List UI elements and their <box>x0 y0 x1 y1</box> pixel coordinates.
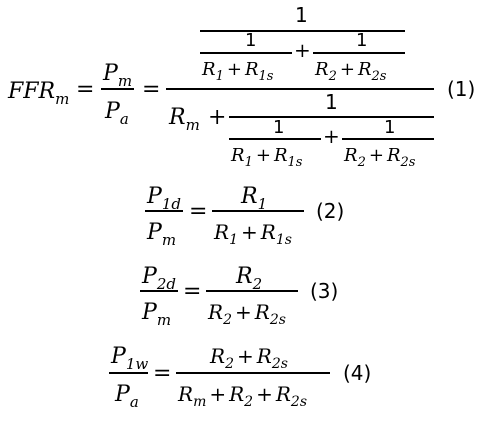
r2-plus-r2s: R2+R2s <box>314 59 387 84</box>
equation-1: FFRm = Pm Pa = 1 1 R1+R1s + 1 R2+R2s Rm … <box>7 3 475 170</box>
numeral-one: 1 <box>325 90 338 114</box>
numeral-one: 1 <box>384 117 395 138</box>
p1d-numerator: P1d <box>146 184 181 213</box>
equals-sign: = <box>153 361 171 386</box>
equation-number: (2) <box>316 199 344 223</box>
rm-term: Rm <box>168 105 200 134</box>
pa-denominator: Pa <box>104 99 129 128</box>
numeral-one: 1 <box>295 3 308 27</box>
equation-2: P1d Pm = R1 R1+R1s (2) <box>145 184 344 249</box>
numeral-one: 1 <box>273 117 284 138</box>
numeral-one: 1 <box>356 30 367 51</box>
equals-sign: = <box>76 77 94 102</box>
numeral-one: 1 <box>245 30 256 51</box>
equation-number: (1) <box>447 77 475 101</box>
equation-number: (4) <box>343 361 371 385</box>
pm-denominator: Pm <box>146 220 176 249</box>
equals-sign: = <box>183 279 201 304</box>
pm-denominator: Pm <box>141 300 171 329</box>
rm-plus-r2-plus-r2s: Rm+R2+R2s <box>177 382 307 410</box>
r1-plus-r1s: R1+R1s <box>230 145 303 170</box>
plus-sign: + <box>294 38 311 62</box>
pm-numerator: Pm <box>102 61 132 90</box>
p1w-numerator: P1w <box>110 344 148 373</box>
p2d-numerator: P2d <box>141 264 176 293</box>
r1-plus-r1s: R1+R1s <box>201 59 274 84</box>
r2-plus-r2s-numerator: R2+R2s <box>209 344 288 372</box>
r2-numerator: R2 <box>235 264 262 293</box>
r1-plus-r1s: R1+R1s <box>213 220 292 248</box>
r2-plus-r2s: R2+R2s <box>207 300 286 328</box>
equation-number: (3) <box>310 279 338 303</box>
pa-denominator: Pa <box>114 382 139 411</box>
r1-numerator: R1 <box>240 184 267 213</box>
equation-4: P1w Pa = R2+R2s Rm+R2+R2s (4) <box>109 344 371 411</box>
equals-sign: = <box>142 77 160 102</box>
equation-3: P2d Pm = R2 R2+R2s (3) <box>140 264 338 329</box>
equals-sign: = <box>189 199 207 224</box>
plus-sign: + <box>323 124 340 148</box>
ffr-symbol: FFRm <box>7 79 69 108</box>
plus-sign: + <box>208 105 226 130</box>
r2-plus-r2s: R2+R2s <box>343 145 416 170</box>
